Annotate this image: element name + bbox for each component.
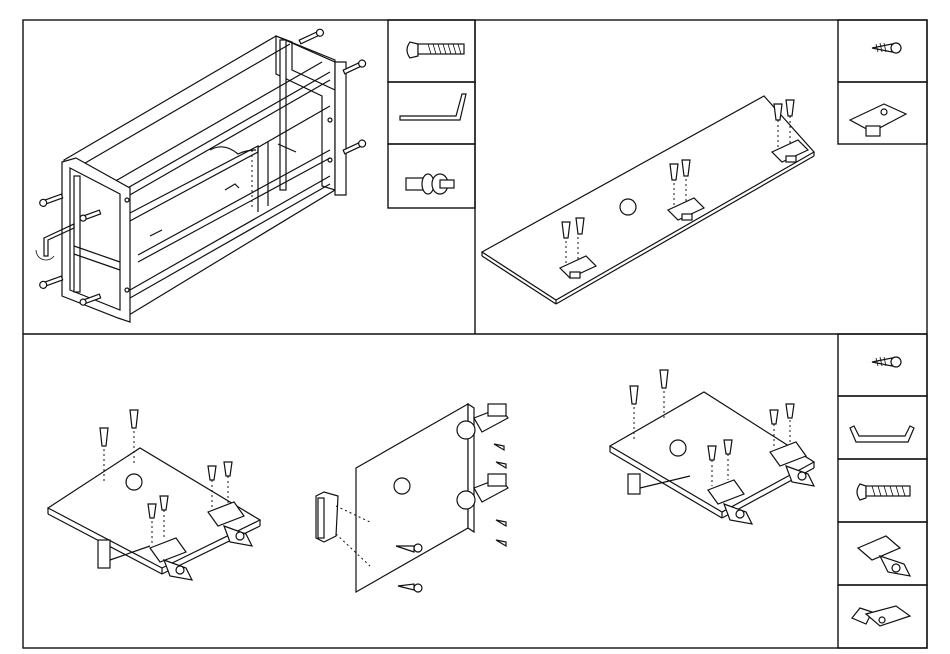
step3-board-right	[610, 370, 814, 524]
door-screw-bottom-b	[398, 584, 422, 592]
machine-screw-icon	[857, 484, 910, 500]
cam-lock-icon	[406, 174, 454, 194]
step3-board-left	[48, 410, 260, 580]
concealed-hinge-icon	[858, 536, 910, 576]
cam-bolt-icon	[407, 42, 464, 58]
step1-parts-column	[388, 20, 475, 208]
wood-screw-icon	[872, 357, 901, 367]
wood-screw-icon	[872, 43, 901, 53]
step2-board-with-plates	[482, 96, 814, 304]
hex-key-icon	[400, 94, 466, 120]
mounting-plate-hinge-icon	[850, 104, 906, 136]
step3-parts-column	[838, 334, 927, 648]
door-handle-side	[316, 492, 338, 542]
door-handle-icon	[850, 426, 914, 442]
hinge-side-view-icon	[852, 606, 910, 626]
step3-door-center	[316, 404, 508, 592]
step2-parts-column	[838, 20, 927, 144]
step1-cabinet-frame	[36, 28, 367, 322]
